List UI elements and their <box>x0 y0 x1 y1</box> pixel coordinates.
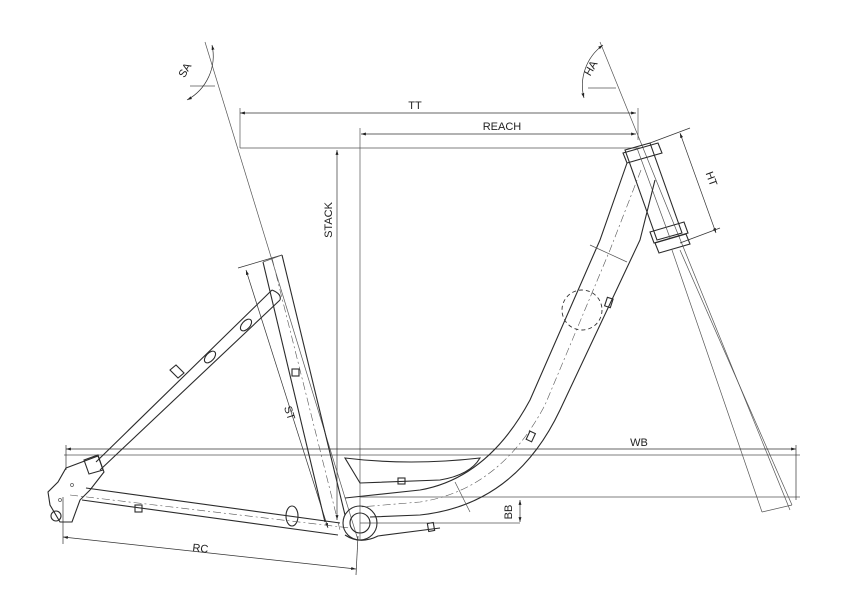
rear-dropout <box>47 454 105 523</box>
cable-guides <box>134 296 614 533</box>
bottom-bracket <box>342 505 441 541</box>
construction-lines <box>64 41 800 541</box>
fork-line-c <box>761 504 793 513</box>
seat-axis-line <box>204 41 359 541</box>
dimension-lines <box>62 44 797 576</box>
down-tube <box>344 162 656 518</box>
label-wb: WB <box>630 437 648 449</box>
label-reach: REACH <box>483 121 522 133</box>
label-ha: HA <box>582 58 600 78</box>
ht-ext-top <box>649 127 691 144</box>
frame <box>47 142 691 541</box>
label-stack: STACK <box>323 201 335 238</box>
label-ht: HT <box>703 170 719 188</box>
sa-arc <box>186 44 215 101</box>
fork-line-b <box>679 249 793 506</box>
label-sa: SA <box>177 61 195 80</box>
label-bb: BB <box>503 505 515 520</box>
seat-stays <box>95 289 281 471</box>
head-axis-line <box>599 41 791 511</box>
chain-stays <box>69 487 351 536</box>
head-tube <box>622 142 691 254</box>
seat-tube <box>262 254 346 531</box>
rc-ext-right <box>355 535 359 576</box>
ha-arc <box>581 44 604 99</box>
label-rc: RC <box>192 542 209 556</box>
label-st: ST <box>281 405 297 422</box>
bb-gusset <box>343 457 482 484</box>
ht-ext-bottom <box>679 227 721 244</box>
st-ext-top <box>237 254 283 269</box>
label-tt: TT <box>408 100 422 112</box>
rc-dimension <box>62 536 357 570</box>
fork-line-a <box>671 249 763 513</box>
st-dimension <box>245 269 329 529</box>
bottle-cage-circle <box>561 289 603 331</box>
ht-dimension <box>679 132 717 234</box>
